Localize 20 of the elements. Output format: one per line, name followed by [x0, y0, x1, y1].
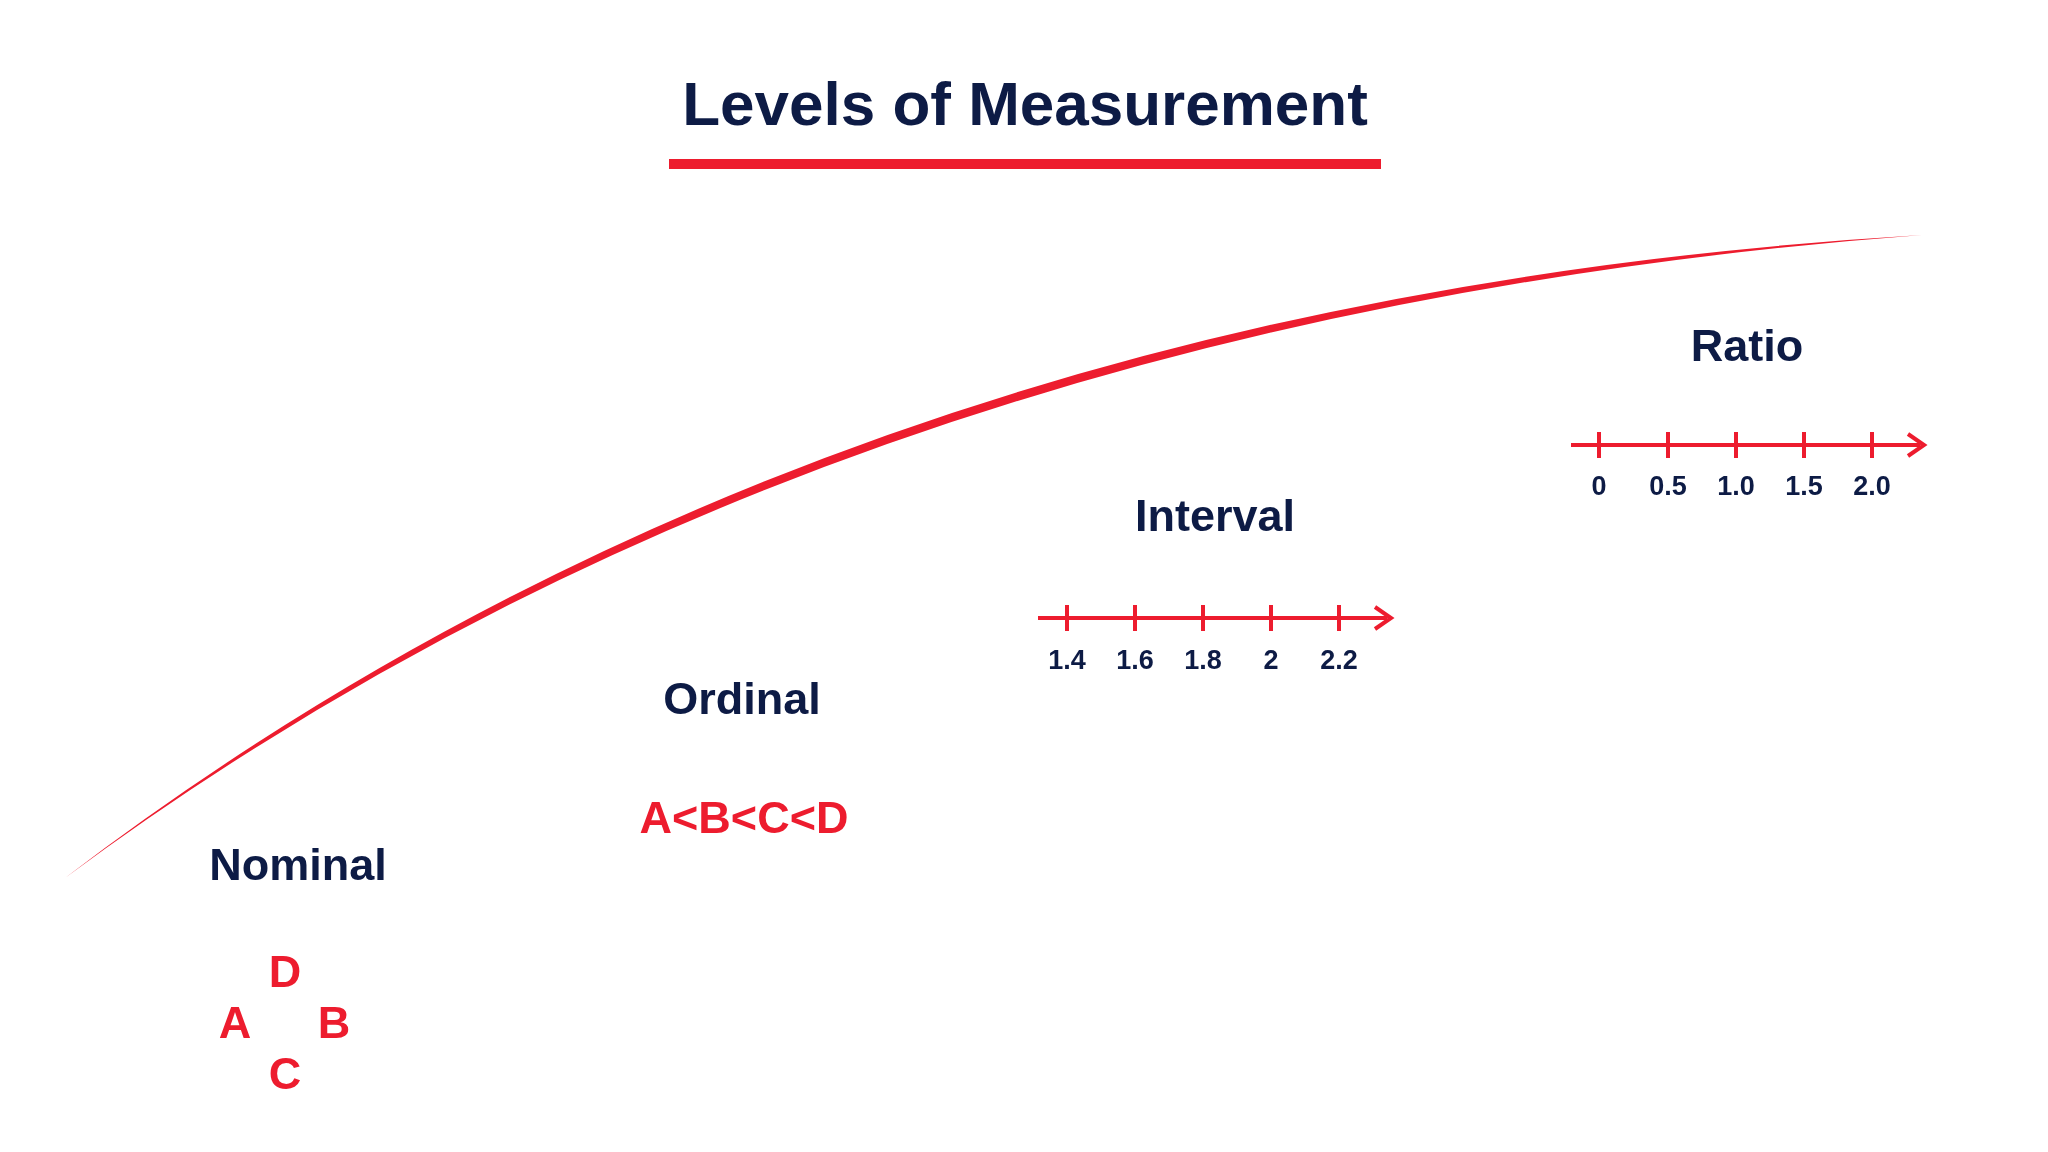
tick-label: 2: [1263, 644, 1279, 676]
tick-label: 1.5: [1785, 470, 1823, 502]
level-label: Ordinal: [663, 673, 821, 725]
category-label: B: [317, 997, 351, 1049]
tick-label: 2.2: [1320, 644, 1358, 676]
category-label: C: [268, 1048, 302, 1100]
tick-label: 1.8: [1184, 644, 1222, 676]
title: Levels of Measurement: [669, 68, 1381, 169]
tick-label: 0: [1591, 470, 1607, 502]
level-label: Interval: [1134, 490, 1296, 542]
tick-label: 1.6: [1116, 644, 1154, 676]
level-label: Ratio: [1690, 320, 1804, 372]
category-label: D: [268, 946, 302, 998]
tick-label: 0.5: [1649, 470, 1687, 502]
tick-label: 1.4: [1048, 644, 1086, 676]
category-label: A<B<C<D: [639, 792, 849, 844]
level-label: Nominal: [209, 839, 387, 891]
tick-label: 2.0: [1853, 470, 1891, 502]
tick-label: 1.0: [1717, 470, 1755, 502]
category-label: A: [218, 997, 252, 1049]
